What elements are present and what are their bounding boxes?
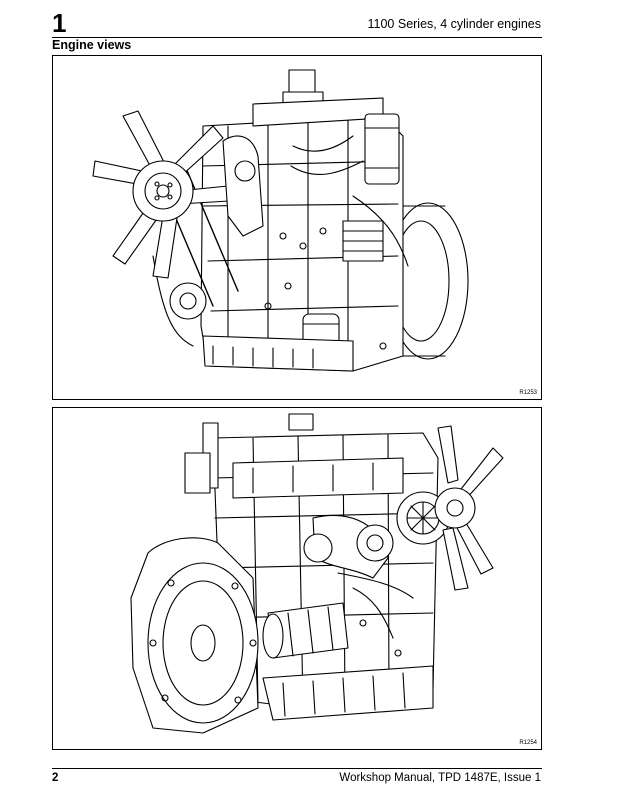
figure-engine-view-1: R1253 [52,55,542,400]
engine-illustration-flywheel-side [53,408,541,749]
manual-title: Workshop Manual, TPD 1487E, Issue 1 [339,772,541,784]
figure-engine-view-2: R1254 [52,407,542,750]
figure-reference-2: R1254 [519,740,537,746]
figure-reference-1: R1253 [519,390,537,396]
header-rule [52,37,542,38]
page-number: 2 [52,772,59,784]
section-title: Engine views [52,38,132,52]
footer-rule [52,768,542,769]
engine-illustration-fan-side [53,56,541,399]
series-title: 1100 Series, 4 cylinder engines [367,17,542,31]
chapter-number: 1 [52,8,67,38]
